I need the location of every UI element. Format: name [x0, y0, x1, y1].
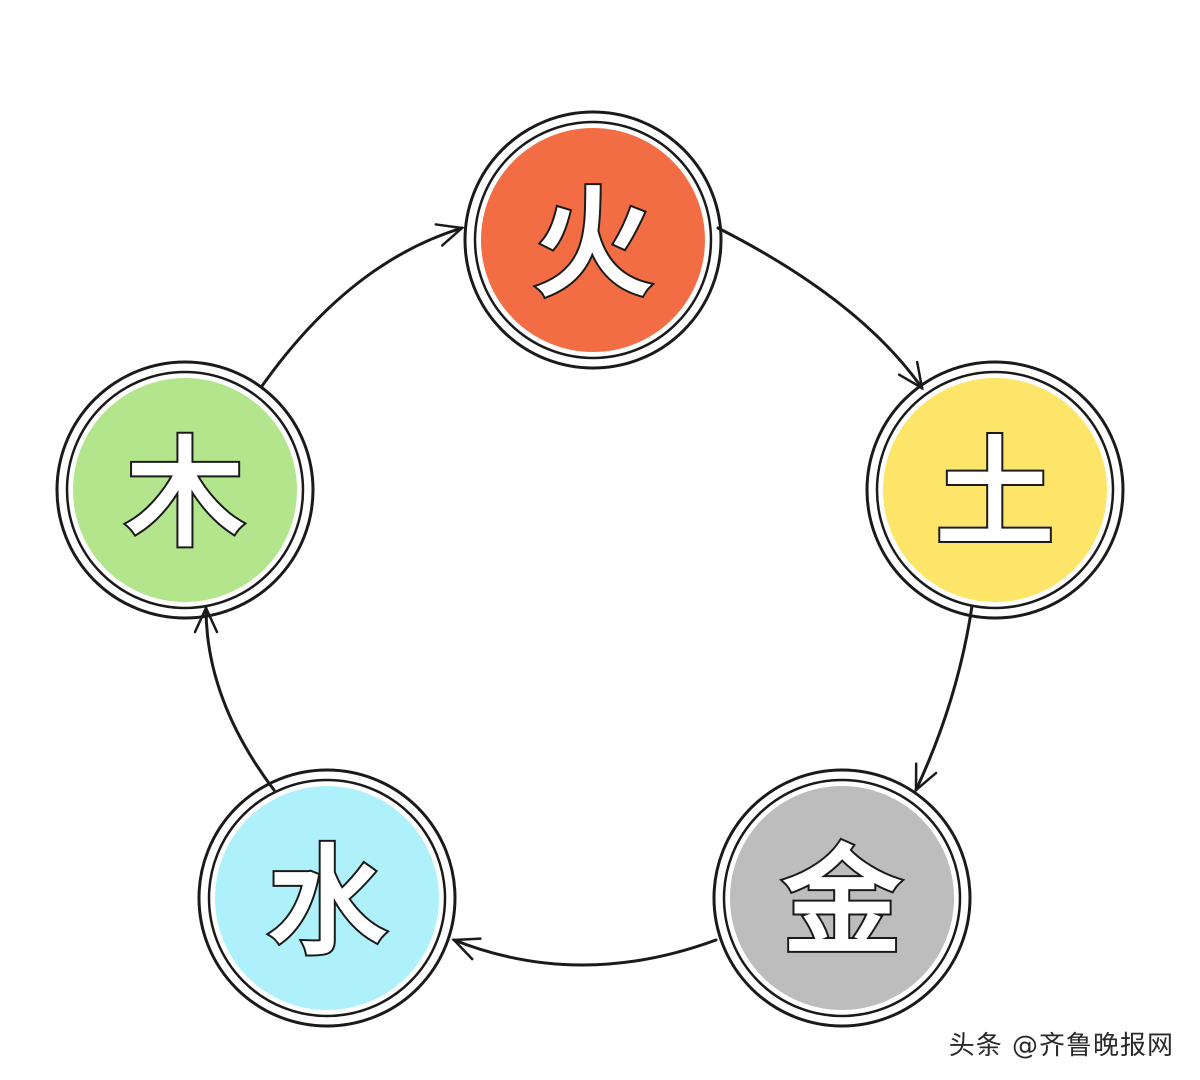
earth-character: 土	[936, 425, 1054, 563]
arrow-fire-to-earth	[716, 226, 924, 391]
arrow-earth-to-metal	[914, 604, 974, 793]
metal-circle-fill	[730, 786, 954, 1010]
arrow-water-to-wood	[193, 604, 276, 792]
element-earth: 土	[865, 360, 1125, 620]
earth-circle-fill	[883, 378, 1107, 602]
water-character: 水	[268, 833, 387, 971]
water-circle-fill	[215, 786, 439, 1010]
wood-character: 木	[126, 425, 244, 563]
element-water: 水	[197, 768, 457, 1028]
element-wood: 木	[55, 360, 315, 620]
fire-character: 火	[534, 175, 652, 313]
element-metal: 金	[712, 768, 972, 1028]
metal-character: 金	[782, 833, 902, 971]
cycle-arrows	[193, 223, 974, 967]
watermark: 头条 @齐鲁晚报网	[948, 1031, 1174, 1061]
arrow-metal-to-water	[451, 937, 718, 967]
fire-circle-fill	[481, 128, 705, 352]
wood-circle-fill	[73, 378, 297, 602]
arrow-wood-to-fire	[260, 223, 465, 388]
element-fire: 火	[463, 110, 723, 370]
